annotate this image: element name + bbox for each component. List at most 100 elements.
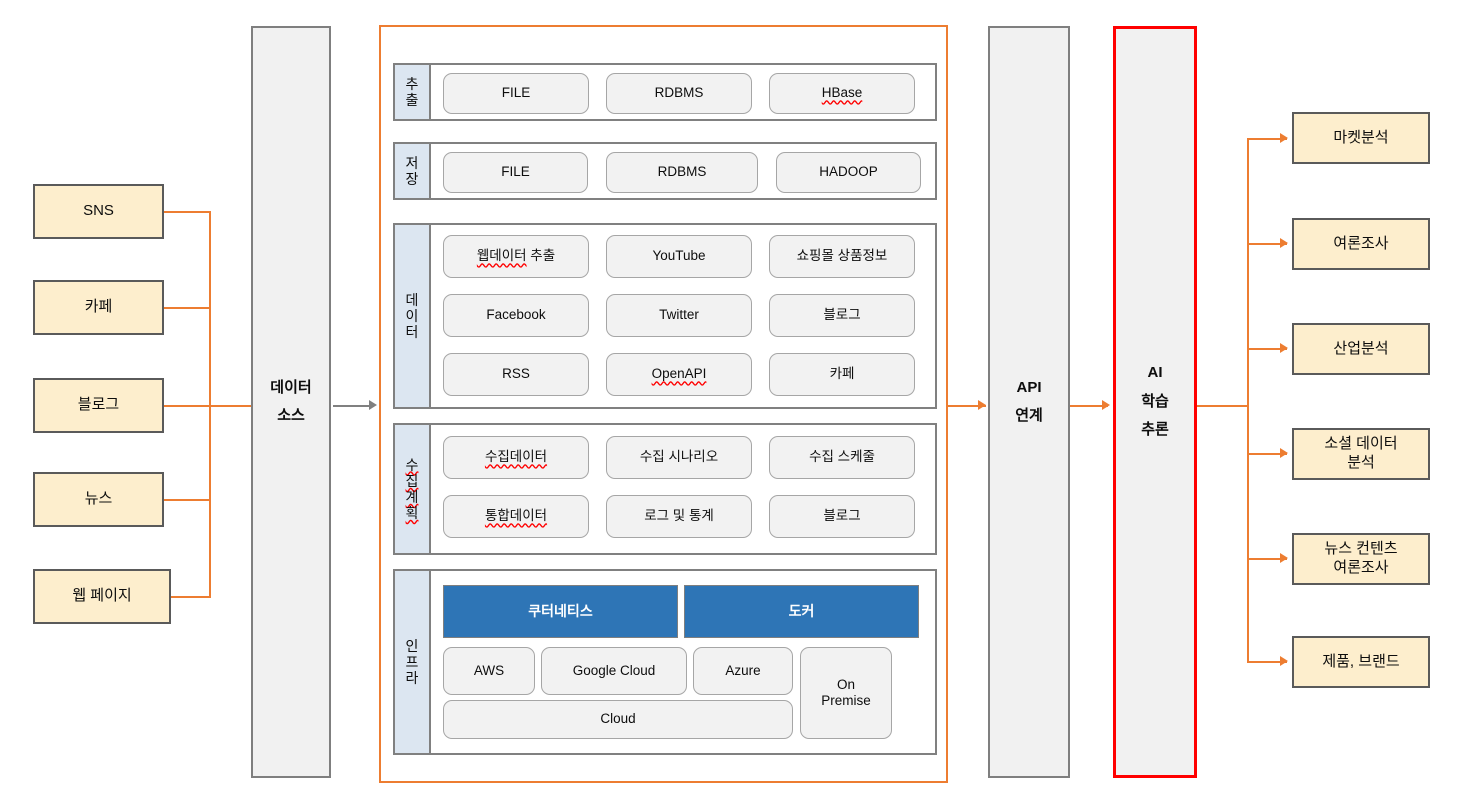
band-label-char: 획 bbox=[405, 505, 419, 522]
arrow-to-market bbox=[1280, 133, 1288, 143]
connector-platform-to-api bbox=[948, 405, 986, 407]
chip-plan-log-stats[interactable]: 로그 및 통계 bbox=[606, 495, 752, 538]
data-source-label-line-2: 소스 bbox=[277, 407, 305, 424]
arrow-to-social bbox=[1280, 448, 1288, 458]
connector-ai-trunk-stub bbox=[1197, 405, 1249, 407]
data-source-label-line-1: 데이터 bbox=[270, 378, 312, 396]
band-label-char: 인 bbox=[405, 637, 419, 654]
arrow-source-to-platform bbox=[369, 400, 377, 410]
connector-cafe bbox=[164, 307, 211, 309]
connector-api-to-ai bbox=[1070, 405, 1108, 407]
source-label: 뉴스 bbox=[84, 490, 113, 508]
chip-data-web-extract[interactable]: 웹데이터 추출 bbox=[443, 235, 589, 278]
band-extract: 추 출 FILE RDBMS HBase bbox=[393, 63, 937, 121]
chip-data-rss[interactable]: RSS bbox=[443, 353, 589, 396]
connector-to-brand bbox=[1247, 661, 1287, 663]
connector-webpage bbox=[171, 596, 211, 598]
output-box-public-opinion[interactable]: 여론조사 bbox=[1292, 218, 1430, 270]
connector-sns bbox=[164, 211, 211, 213]
arrow-platform-to-api bbox=[978, 400, 986, 410]
api-label-line-1: API bbox=[1016, 378, 1042, 396]
source-label: 블로그 bbox=[77, 396, 120, 414]
chip-plan-scenario[interactable]: 수집 시나리오 bbox=[606, 436, 752, 479]
chip-infra-cloud[interactable]: Cloud bbox=[443, 700, 793, 739]
output-label: 제품, 브랜드 bbox=[1322, 652, 1400, 670]
band-data: 데 이 터 웹데이터 추출 YouTube 쇼핑몰 상품정보 Facebook bbox=[393, 223, 937, 409]
source-box-sns[interactable]: SNS bbox=[33, 184, 164, 239]
band-body-extract: FILE RDBMS HBase bbox=[431, 65, 935, 119]
chip-infra-aws[interactable]: AWS bbox=[443, 647, 535, 695]
ai-label: AI 학습 추론 bbox=[1141, 359, 1169, 445]
output-label: 여론조사 bbox=[1333, 234, 1389, 252]
chip-data-blog[interactable]: 블로그 bbox=[769, 294, 915, 337]
connector-trunk-upper bbox=[209, 211, 211, 406]
source-box-news[interactable]: 뉴스 bbox=[33, 472, 164, 527]
band-label-char: 터 bbox=[405, 324, 419, 341]
band-label-extract: 추 출 bbox=[395, 65, 431, 119]
band-label-collection-plan: 수 집 계 획 bbox=[395, 425, 431, 553]
pipeline-column-api[interactable]: API 연계 bbox=[988, 26, 1070, 778]
chip-infra-docker[interactable]: 도커 bbox=[684, 585, 919, 638]
data-source-label: 데이터 소스 bbox=[270, 374, 311, 431]
output-box-product-brand[interactable]: 제품, 브랜드 bbox=[1292, 636, 1430, 688]
connector-news bbox=[164, 499, 211, 501]
source-box-cafe[interactable]: 카페 bbox=[33, 280, 164, 335]
band-label-char: 출 bbox=[405, 92, 419, 108]
output-box-industry-analysis[interactable]: 산업분석 bbox=[1292, 323, 1430, 375]
chip-extract-file[interactable]: FILE bbox=[443, 73, 589, 114]
chip-extract-rdbms[interactable]: RDBMS bbox=[606, 73, 752, 114]
output-label: 산업분석 bbox=[1333, 339, 1389, 357]
band-label-char: 이 bbox=[405, 307, 419, 324]
band-label-char: 라 bbox=[405, 670, 419, 687]
band-label-storage: 저 장 bbox=[395, 144, 431, 198]
band-label-char: 수 bbox=[405, 456, 419, 473]
connector-to-social bbox=[1247, 453, 1287, 455]
connector-right-trunk-upper bbox=[1247, 138, 1249, 405]
api-label-line-2: 연계 bbox=[1015, 407, 1043, 424]
chip-plan-schedule[interactable]: 수집 스케줄 bbox=[769, 436, 915, 479]
source-box-blog[interactable]: 블로그 bbox=[33, 378, 164, 433]
source-box-webpage[interactable]: 웹 페이지 bbox=[33, 569, 171, 624]
connector-to-market bbox=[1247, 138, 1287, 140]
band-body-data: 웹데이터 추출 YouTube 쇼핑몰 상품정보 Facebook Twitte… bbox=[431, 225, 935, 407]
chip-storage-rdbms[interactable]: RDBMS bbox=[606, 152, 758, 193]
chip-data-shopping[interactable]: 쇼핑몰 상품정보 bbox=[769, 235, 915, 278]
chip-infra-google-cloud[interactable]: Google Cloud bbox=[541, 647, 687, 695]
arrow-api-to-ai bbox=[1102, 400, 1110, 410]
arrow-to-poll bbox=[1280, 238, 1288, 248]
pipeline-column-ai[interactable]: AI 학습 추론 bbox=[1113, 26, 1197, 778]
platform-container: 추 출 FILE RDBMS HBase 저 장 bbox=[379, 25, 948, 783]
band-storage: 저 장 FILE RDBMS HADOOP bbox=[393, 142, 937, 200]
pipeline-column-data-source[interactable]: 데이터 소스 bbox=[251, 26, 331, 778]
band-label-char: 집 bbox=[405, 472, 419, 489]
chip-infra-azure[interactable]: Azure bbox=[693, 647, 793, 695]
chip-data-twitter[interactable]: Twitter bbox=[606, 294, 752, 337]
band-label-data: 데 이 터 bbox=[395, 225, 431, 407]
chip-data-cafe[interactable]: 카페 bbox=[769, 353, 915, 396]
connector-to-poll bbox=[1247, 243, 1287, 245]
connector-blog bbox=[164, 405, 251, 407]
chip-storage-hadoop[interactable]: HADOOP bbox=[776, 152, 921, 193]
source-label: SNS bbox=[83, 202, 114, 220]
chip-plan-integrated-data[interactable]: 통합데이터 bbox=[443, 495, 589, 538]
arrow-to-industry bbox=[1280, 343, 1288, 353]
chip-plan-collected-data[interactable]: 수집데이터 bbox=[443, 436, 589, 479]
output-box-market-analysis[interactable]: 마켓분석 bbox=[1292, 112, 1430, 164]
source-label: 카페 bbox=[84, 298, 113, 316]
chip-extract-hbase[interactable]: HBase bbox=[769, 73, 915, 114]
chip-data-youtube[interactable]: YouTube bbox=[606, 235, 752, 278]
chip-data-facebook[interactable]: Facebook bbox=[443, 294, 589, 337]
chip-infra-kubernetes[interactable]: 쿠터네티스 bbox=[443, 585, 678, 638]
band-label-char: 프 bbox=[405, 653, 419, 670]
chip-data-openapi[interactable]: OpenAPI bbox=[606, 353, 752, 396]
chip-storage-file[interactable]: FILE bbox=[443, 152, 588, 193]
chip-plan-blog[interactable]: 블로그 bbox=[769, 495, 915, 538]
connector-to-industry bbox=[1247, 348, 1287, 350]
band-collection-plan: 수 집 계 획 수집데이터 수집 시나리오 수집 스케줄 통합데이터 bbox=[393, 423, 937, 555]
